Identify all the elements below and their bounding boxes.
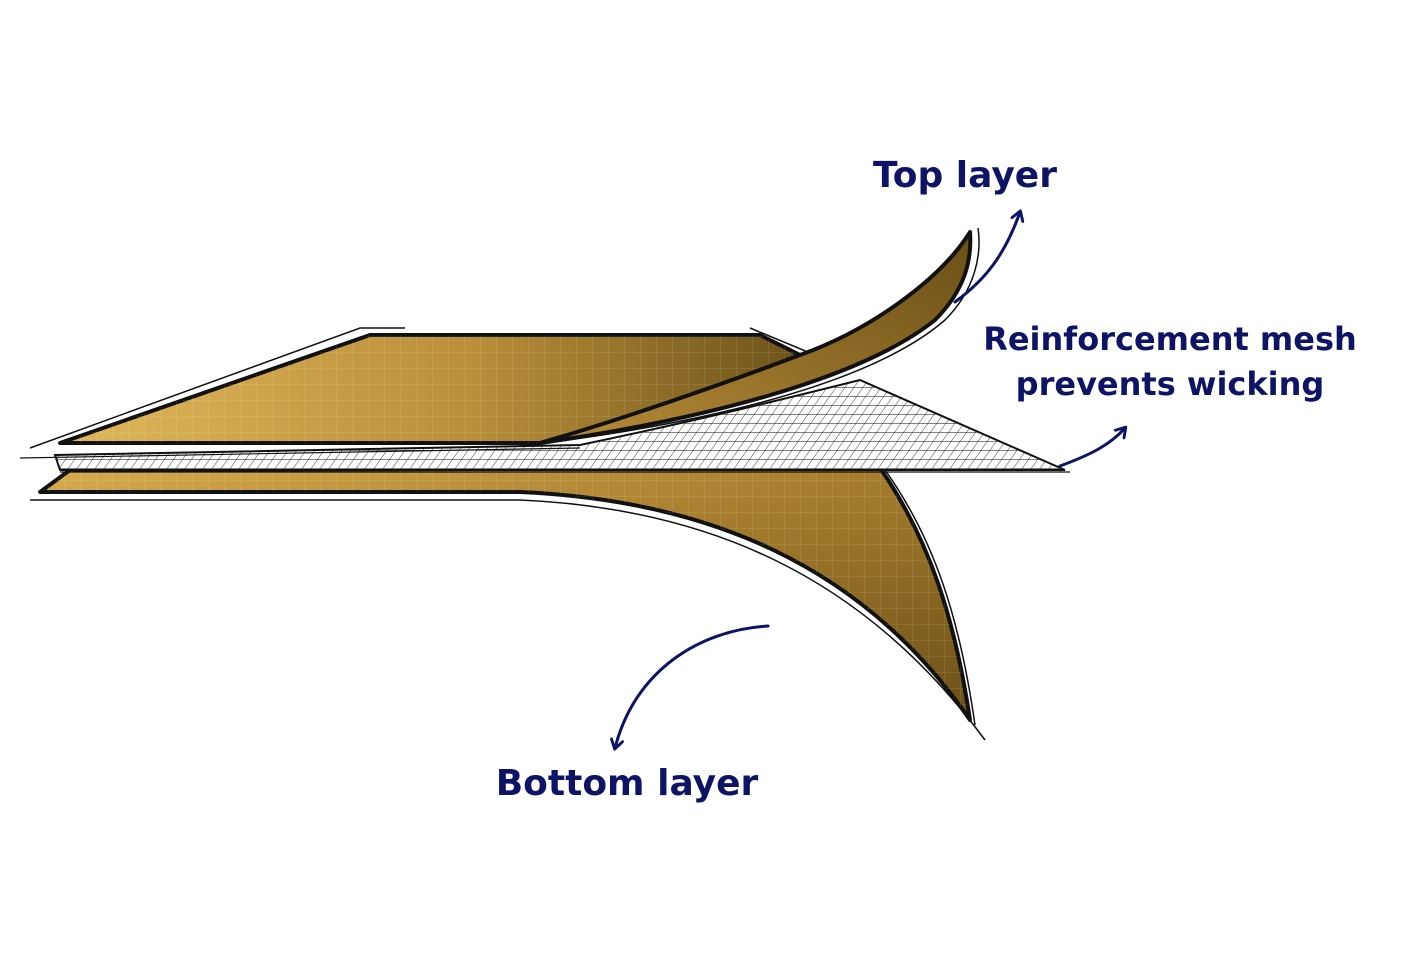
top-layer-arrow <box>953 212 1020 304</box>
mesh-arrow <box>1058 428 1125 468</box>
bottom-layer-arrow <box>615 624 770 748</box>
bottom-layer-sheet <box>30 466 986 741</box>
mesh-label-line-2: prevents wicking <box>1016 365 1325 403</box>
top-layer-label: Top layer <box>873 155 1057 196</box>
mesh-label-line-1: Reinforcement mesh <box>983 320 1357 358</box>
bottom-layer-label: Bottom layer <box>496 763 759 804</box>
top-layer-flap <box>519 227 980 447</box>
reinforcement-mesh-sheet <box>19 378 1070 473</box>
